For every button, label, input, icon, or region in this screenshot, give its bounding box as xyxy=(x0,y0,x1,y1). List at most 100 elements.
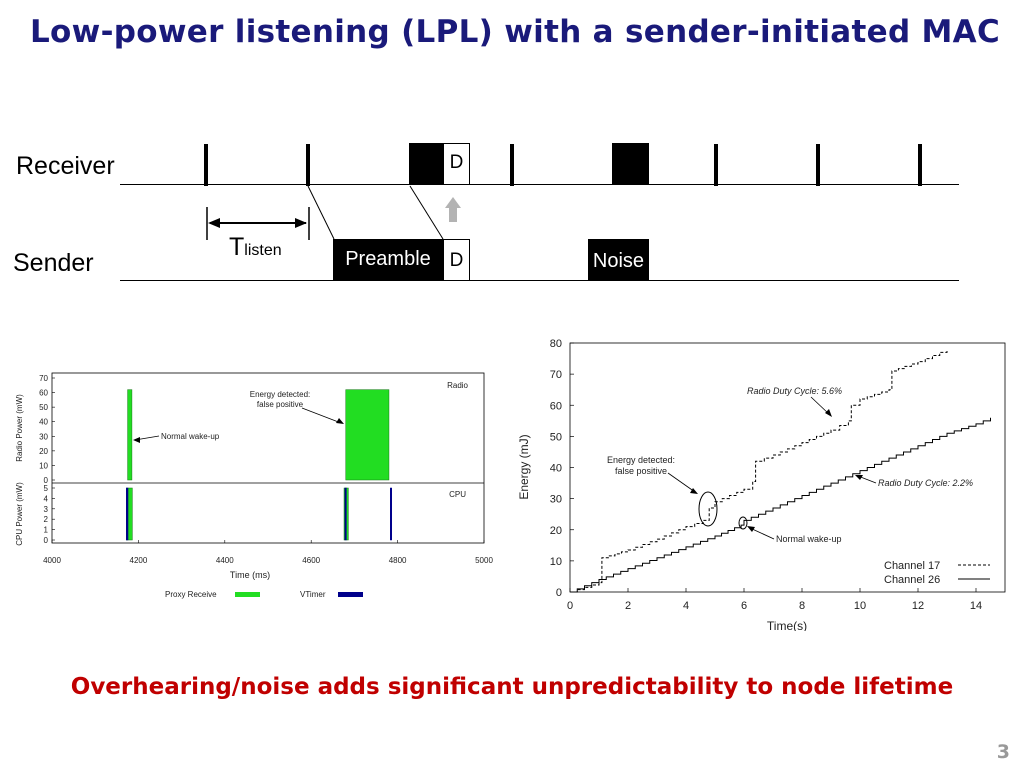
forward-arrow-icon xyxy=(445,197,461,222)
y-tick-label: 30 xyxy=(39,432,48,441)
receiver-label: Receiver xyxy=(16,152,115,180)
energy-detected-annotation-4: false positive xyxy=(615,466,667,476)
noise-label: Noise xyxy=(592,250,645,272)
energy-chart: 0 10 20 30 40 50 60 70 80 0 2 4 6 8 10 12 14 Energy (mJ… xyxy=(518,333,1016,631)
cpu-power-bar xyxy=(126,487,129,541)
x-tick-label: 2 xyxy=(625,600,631,612)
y-tick-label: 10 xyxy=(550,556,562,568)
x-tick-label: 6 xyxy=(741,600,747,612)
radio-panel-frame xyxy=(51,372,485,544)
y-tick-label: 70 xyxy=(39,374,48,383)
radio-power-bar xyxy=(345,389,390,481)
t-listen-subscript: listen xyxy=(244,242,282,259)
legend-vtimer-swatch xyxy=(338,592,363,597)
receiver-listen-tick xyxy=(510,144,514,186)
x-tick-label: 4200 xyxy=(130,556,148,565)
sender-data-box: D xyxy=(443,239,470,281)
y-tick-label: 80 xyxy=(550,338,562,350)
y-tick-label: 50 xyxy=(39,403,48,412)
x-tick-label: 0 xyxy=(567,600,573,612)
legend-channel-17: Channel 17 xyxy=(884,560,940,572)
x-tick-label: 8 xyxy=(799,600,805,612)
energy-detected-annotation-3: Energy detected: xyxy=(607,455,675,465)
preamble-end-line xyxy=(409,185,444,240)
radio-panel-name: Radio xyxy=(447,381,468,390)
t-listen-arrowhead-left xyxy=(208,218,220,228)
x-tick-label: 10 xyxy=(854,600,866,612)
y-tick-label: 60 xyxy=(550,400,562,412)
energy-detected-annotation-1: Energy detected: xyxy=(250,390,310,399)
false-positive-ellipse xyxy=(698,491,718,527)
legend-proxy-receive: Proxy Receive xyxy=(165,590,217,599)
receiver-noise-block xyxy=(612,143,649,185)
cpu-panel-name: CPU xyxy=(449,490,466,499)
y-tick-label: 20 xyxy=(39,447,48,456)
timing-diagram-lines xyxy=(206,185,461,240)
receiver-listen-tick xyxy=(306,144,310,186)
x-tick-label: 5000 xyxy=(475,556,493,565)
sender-timeline xyxy=(120,280,959,281)
t-listen-label: Tlisten xyxy=(229,233,282,262)
normal-wakeup-annotation-right: Normal wake-up xyxy=(776,534,842,544)
legend-proxy-receive-swatch xyxy=(235,592,260,597)
y-tick-label: 60 xyxy=(39,389,48,398)
series-line-channel-26 xyxy=(570,417,991,593)
receiver-data-box: D xyxy=(443,143,470,185)
receiver-listen-tick xyxy=(714,144,718,186)
cpu-power-bar xyxy=(344,487,347,541)
y-tick-label: 4 xyxy=(44,494,49,503)
legend-vtimer: VTimer xyxy=(300,590,326,599)
x-tick-label: 4600 xyxy=(302,556,320,565)
y-tick-label: 40 xyxy=(550,463,562,475)
y-tick-label: 0 xyxy=(44,476,49,485)
sender-label: Sender xyxy=(13,249,94,277)
slide-title: Low-power listening (LPL) with a sender-… xyxy=(30,14,1001,50)
receiver-listen-tick xyxy=(204,144,208,186)
y-tick-label: 0 xyxy=(556,587,562,599)
x-tick-label: 4400 xyxy=(216,556,234,565)
cpu-power-bar xyxy=(390,487,393,541)
y-tick-label: 30 xyxy=(550,494,562,506)
t-listen-arrowhead-right xyxy=(295,218,307,228)
x-tick-label: 12 xyxy=(912,600,924,612)
y-tick-label: 40 xyxy=(39,418,48,427)
series-line-channel-17 xyxy=(570,349,948,593)
y-tick-label: 10 xyxy=(39,461,48,470)
duty-cycle-22-annotation: Radio Duty Cycle: 2.2% xyxy=(878,478,973,488)
normal-wakeup-annotation: Normal wake-up xyxy=(161,432,220,441)
x-tick-label: 4000 xyxy=(43,556,61,565)
y-tick-label: 50 xyxy=(550,431,562,443)
energy-detected-annotation-2: false positive xyxy=(257,400,304,409)
radio-ylabel: Radio Power (mW) xyxy=(15,394,24,462)
t-listen-main: T xyxy=(229,233,245,261)
page-number: 3 xyxy=(996,741,1010,763)
receiver-listen-tick xyxy=(816,144,820,186)
slide-tagline: Overhearing/noise adds significant unpre… xyxy=(70,674,954,700)
radio-power-bar xyxy=(127,389,133,481)
duty-cycle-56-annotation: Radio Duty Cycle: 5.6% xyxy=(747,386,842,396)
normal-wakeup-ellipse xyxy=(738,516,748,530)
x-tick-label: 14 xyxy=(970,600,982,612)
y-tick-label: 5 xyxy=(44,484,49,493)
y-tick-label: 20 xyxy=(550,525,562,537)
y-tick-label: 70 xyxy=(550,369,562,381)
y-tick-label: 2 xyxy=(44,515,49,524)
x-tick-label: 4800 xyxy=(389,556,407,565)
receiver-listen-tick xyxy=(918,144,922,186)
preamble-label: Preamble xyxy=(345,248,431,270)
y-tick-label: 1 xyxy=(44,526,49,535)
preamble-block xyxy=(333,239,443,281)
left-xlabel: Time (ms) xyxy=(230,570,270,580)
receiver-receive-block xyxy=(409,143,444,185)
cpu-ylabel: CPU Power (mW) xyxy=(15,482,24,546)
energy-xlabel: Time(s) xyxy=(767,619,807,631)
legend-channel-26: Channel 26 xyxy=(884,574,940,586)
y-tick-label: 3 xyxy=(44,505,49,514)
y-tick-label: 0 xyxy=(44,536,49,545)
preamble-start-line xyxy=(307,185,335,240)
receiver-timeline xyxy=(120,184,959,185)
noise-block xyxy=(588,239,649,281)
x-tick-label: 4 xyxy=(683,600,689,612)
energy-ylabel: Energy (mJ) xyxy=(518,434,531,499)
